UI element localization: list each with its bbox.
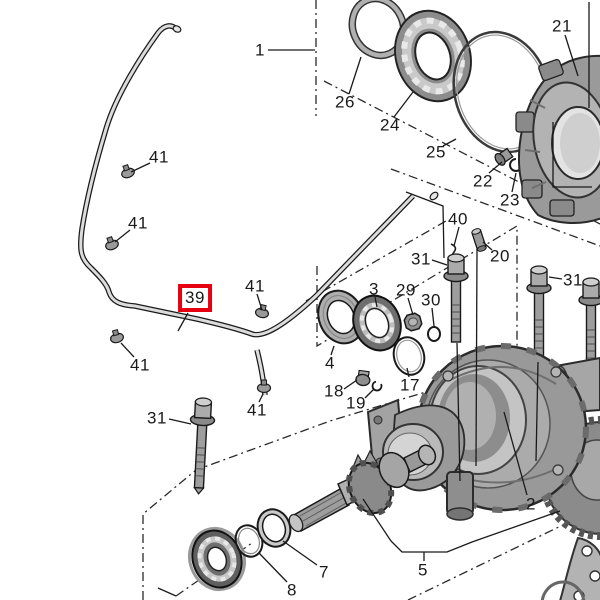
clamp-icon: [254, 304, 270, 319]
pinion-bearing: [188, 526, 246, 592]
clamp-icon: [110, 329, 124, 344]
o-ring-17: [392, 336, 426, 376]
hose-end-right: [429, 191, 439, 201]
part-label-41[interactable]: 41: [130, 355, 150, 375]
part-label-19[interactable]: 19: [346, 393, 366, 413]
part-label-41[interactable]: 41: [247, 400, 267, 420]
part-label-41[interactable]: 41: [149, 147, 169, 167]
part-label-4[interactable]: 4: [325, 353, 335, 373]
part-label-30[interactable]: 30: [421, 290, 441, 310]
hose-end-top: [172, 25, 182, 33]
part-label-20[interactable]: 20: [490, 246, 510, 266]
cover-gasket: [540, 536, 600, 600]
part-label-18[interactable]: 18: [324, 381, 344, 401]
part-label-24[interactable]: 24: [380, 115, 400, 135]
part-label-31[interactable]: 31: [411, 249, 431, 269]
flange-bolt-31-d: [189, 397, 216, 495]
part-label-8[interactable]: 8: [287, 580, 297, 600]
part-label-3[interactable]: 3: [369, 279, 379, 299]
oil-seal-4: [317, 289, 365, 345]
part-label-41[interactable]: 41: [245, 276, 265, 296]
drive-pinion-5: [288, 444, 437, 533]
part-label-7[interactable]: 7: [319, 562, 329, 582]
part-label-31[interactable]: 31: [563, 270, 583, 290]
part-label-23[interactable]: 23: [500, 190, 520, 210]
nut-29: [403, 312, 423, 332]
flange-bolt-31-b: [526, 265, 552, 361]
part-label-26[interactable]: 26: [335, 92, 355, 112]
flange-bolt-31-c: [578, 277, 600, 397]
part-label-41[interactable]: 41: [128, 213, 148, 233]
snap-ring-26: [348, 0, 408, 60]
clamp-icon: [256, 379, 272, 394]
part-label-21[interactable]: 21: [552, 16, 572, 36]
part-label-40[interactable]: 40: [448, 209, 468, 229]
pin-19: [371, 380, 383, 392]
washer-30: [427, 326, 441, 342]
part-label-5[interactable]: 5: [418, 560, 428, 580]
part-label-22[interactable]: 22: [473, 171, 493, 191]
part-label-2[interactable]: 2: [526, 494, 536, 514]
bearing-24: [394, 9, 472, 103]
clamp-icon: [105, 235, 119, 251]
o-ring-partial: [540, 580, 586, 600]
part-label-31[interactable]: 31: [147, 408, 167, 428]
plug-18: [355, 369, 371, 387]
plug-22: [494, 147, 514, 166]
part-label-1[interactable]: 1: [255, 40, 265, 60]
bearing-3: [352, 294, 402, 352]
flange-bolt-31-a: [443, 253, 469, 343]
part-label-29[interactable]: 29: [396, 280, 416, 300]
clamp-icon: [121, 163, 135, 179]
leader-lines: [114, 2, 592, 597]
part-label-39-highlighted[interactable]: 39: [178, 284, 212, 312]
gear-case-2: [366, 343, 600, 540]
part-label-17[interactable]: 17: [400, 375, 420, 395]
part-label-25[interactable]: 25: [426, 142, 446, 162]
bearing-housing-21: [515, 54, 600, 225]
stud-20: [471, 228, 487, 252]
